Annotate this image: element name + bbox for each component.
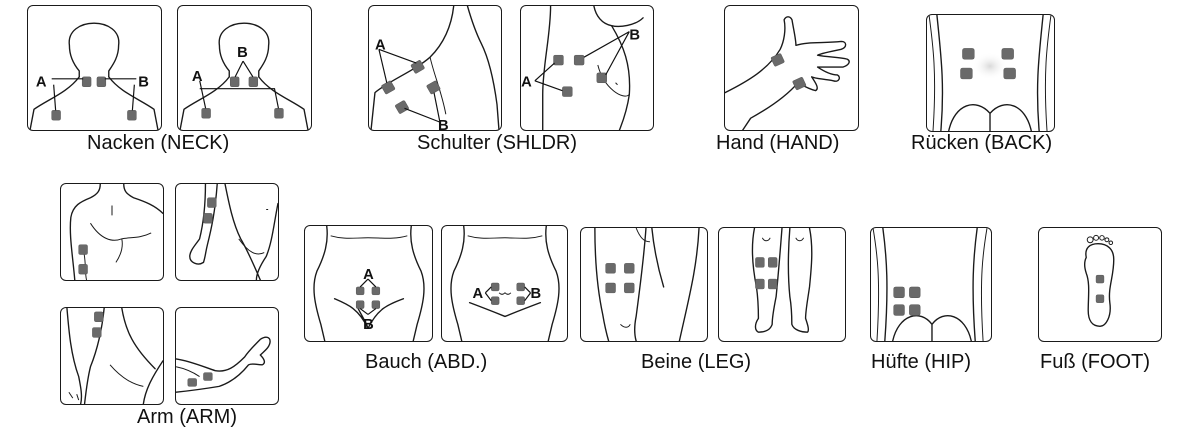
arm-panel-waist bbox=[60, 307, 164, 405]
hand-panel bbox=[724, 5, 859, 131]
caption-leg: Beine (LEG) bbox=[641, 351, 751, 374]
caption-hip: Hüfte (HIP) bbox=[871, 351, 971, 374]
marker-a: A bbox=[363, 267, 374, 283]
neck-front-illustration: A B bbox=[28, 6, 161, 130]
neck-panel-front: A B bbox=[27, 5, 162, 131]
hip-illustration bbox=[871, 228, 991, 341]
marker-a: A bbox=[36, 75, 47, 91]
caption-shoulder: Schulter (SHLDR) bbox=[417, 132, 577, 155]
neck-back-illustration: B A bbox=[178, 6, 311, 130]
caption-arm: Arm (ARM) bbox=[137, 406, 237, 429]
hand-illustration bbox=[725, 6, 858, 130]
leg-panel-thigh bbox=[580, 227, 708, 342]
arm-side-illustration bbox=[176, 184, 278, 280]
arm-waist-illustration bbox=[61, 308, 163, 404]
foot-panel bbox=[1038, 227, 1162, 342]
shoulder-panel-front: B A bbox=[520, 5, 654, 131]
marker-b: B bbox=[438, 118, 449, 130]
abdomen-vertical-illustration: A B bbox=[305, 226, 432, 341]
foot-illustration bbox=[1039, 228, 1161, 341]
abdomen-panel-horizontal: A B bbox=[441, 225, 568, 342]
marker-b: B bbox=[237, 45, 248, 61]
back-panel bbox=[926, 14, 1055, 132]
caption-abdomen: Bauch (ABD.) bbox=[365, 351, 487, 374]
caption-back: Rücken (BACK) bbox=[911, 132, 1052, 155]
abdomen-panel-vertical: A B bbox=[304, 225, 433, 342]
marker-a: A bbox=[192, 69, 203, 85]
arm-extended-illustration bbox=[176, 308, 278, 404]
back-illustration bbox=[927, 15, 1054, 131]
marker-a: A bbox=[473, 286, 484, 302]
marker-a: A bbox=[375, 37, 386, 53]
leg-thigh-illustration bbox=[581, 228, 707, 341]
arm-panel-side bbox=[175, 183, 279, 281]
leg-calf-illustration bbox=[719, 228, 845, 341]
marker-b: B bbox=[531, 286, 542, 302]
arm-chest-illustration bbox=[61, 184, 163, 280]
caption-foot: Fuß (FOOT) bbox=[1040, 351, 1150, 374]
marker-b: B bbox=[138, 75, 149, 91]
marker-b: B bbox=[629, 27, 640, 43]
leg-panel-calf bbox=[718, 227, 846, 342]
shoulder-panel-back: A B bbox=[368, 5, 502, 131]
arm-panel-chest bbox=[60, 183, 164, 281]
arm-panel-extended bbox=[175, 307, 279, 405]
shoulder-front-illustration: B A bbox=[521, 6, 653, 130]
shoulder-back-illustration: A B bbox=[369, 6, 501, 130]
caption-hand: Hand (HAND) bbox=[716, 132, 839, 155]
caption-neck: Nacken (NECK) bbox=[87, 132, 229, 155]
neck-panel-back: B A bbox=[177, 5, 312, 131]
marker-b: B bbox=[363, 317, 374, 333]
hip-panel bbox=[870, 227, 992, 342]
abdomen-horizontal-illustration: A B bbox=[442, 226, 567, 341]
marker-a: A bbox=[521, 75, 532, 91]
